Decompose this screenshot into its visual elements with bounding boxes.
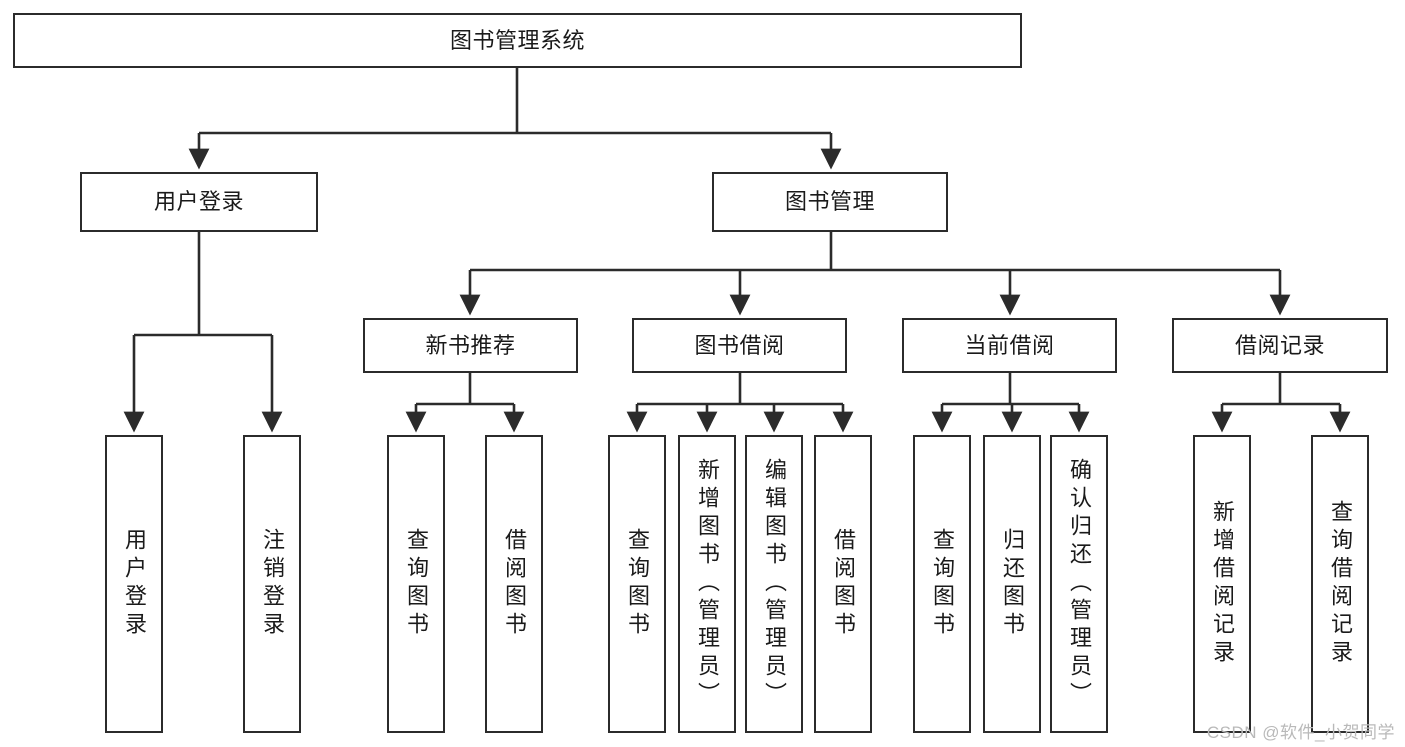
node-leaf-query-book-borrow[interactable]: 查询图书 [608,435,666,733]
node-leaf-label: 借阅图书 [831,528,856,640]
node-leaf-label: 新增借阅记录 [1210,500,1235,668]
node-leaf-edit-book-admin[interactable]: 编辑图书（管理员） [745,435,803,733]
node-leaf-logout[interactable]: 注销登录 [243,435,301,733]
node-borrow-record[interactable]: 借阅记录 [1172,318,1388,373]
node-leaf-label: 查询图书 [625,528,650,640]
node-book-borrow-label: 图书借阅 [694,332,785,358]
node-current-borrow[interactable]: 当前借阅 [902,318,1117,373]
node-leaf-add-book-admin[interactable]: 新增图书（管理员） [678,435,736,733]
node-leaf-label: 用户登录 [122,528,147,640]
node-leaf-add-borrow-record[interactable]: 新增借阅记录 [1193,435,1251,733]
node-book-management[interactable]: 图书管理 [712,172,948,232]
node-borrow-record-label: 借阅记录 [1234,332,1325,358]
node-root-label: 图书管理系统 [449,27,585,53]
node-user-login[interactable]: 用户登录 [80,172,318,232]
node-book-management-label: 图书管理 [784,189,875,215]
node-leaf-query-borrow-record[interactable]: 查询借阅记录 [1311,435,1369,733]
node-leaf-query-book-new[interactable]: 查询图书 [387,435,445,733]
node-leaf-label: 新增图书（管理员） [695,458,720,710]
node-leaf-label: 查询借阅记录 [1328,500,1353,668]
node-leaf-label: 借阅图书 [502,528,527,640]
node-book-borrow[interactable]: 图书借阅 [632,318,847,373]
node-leaf-return-book[interactable]: 归还图书 [983,435,1041,733]
node-leaf-label: 归还图书 [1000,528,1025,640]
node-new-book-recommend-label: 新书推荐 [425,332,516,358]
node-user-login-label: 用户登录 [153,189,244,215]
node-leaf-borrow-book[interactable]: 借阅图书 [814,435,872,733]
node-root[interactable]: 图书管理系统 [13,13,1022,68]
node-leaf-label: 确认归还（管理员） [1067,458,1092,710]
node-leaf-label: 注销登录 [260,528,285,640]
node-current-borrow-label: 当前借阅 [964,332,1055,358]
node-new-book-recommend[interactable]: 新书推荐 [363,318,578,373]
node-leaf-label: 查询图书 [404,528,429,640]
node-leaf-query-book-current[interactable]: 查询图书 [913,435,971,733]
node-leaf-confirm-return-admin[interactable]: 确认归还（管理员） [1050,435,1108,733]
node-leaf-label: 编辑图书（管理员） [762,458,787,710]
node-leaf-label: 查询图书 [930,528,955,640]
node-leaf-user-login[interactable]: 用户登录 [105,435,163,733]
node-leaf-borrow-book-new[interactable]: 借阅图书 [485,435,543,733]
